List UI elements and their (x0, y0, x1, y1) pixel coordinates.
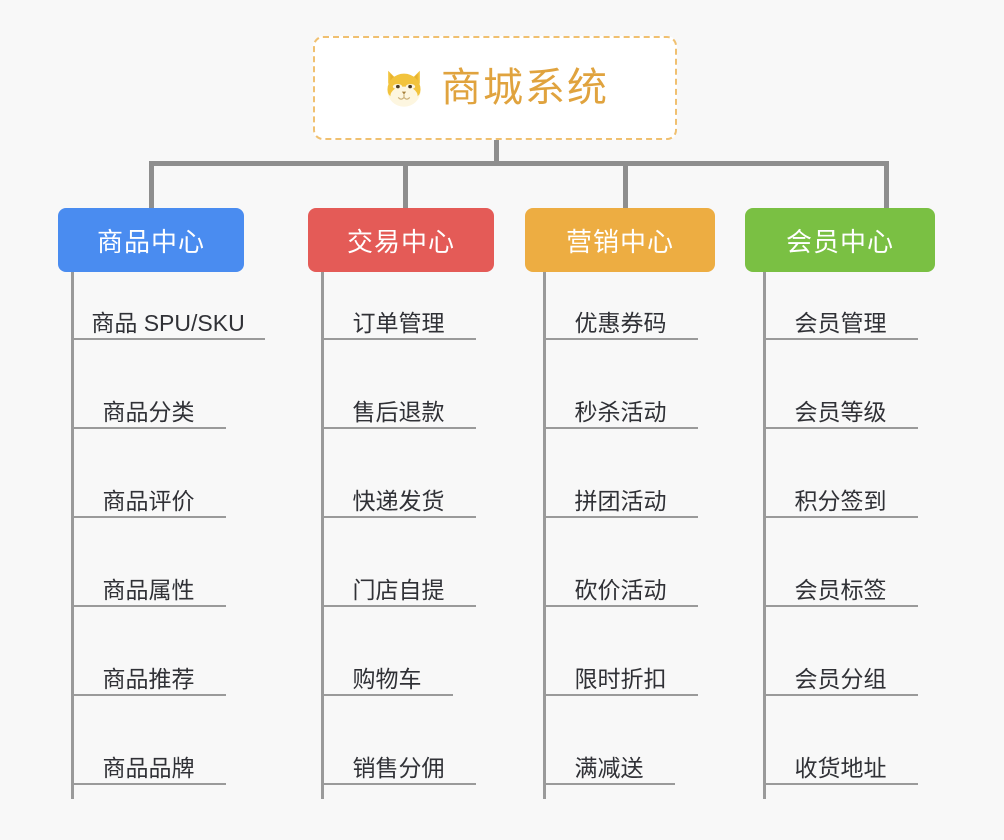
connector-drop-3 (623, 161, 628, 211)
leaf-item-label: 商品评价 (102, 487, 195, 514)
leaf-item-label: 优惠券码 (574, 309, 667, 336)
leaf-item[interactable]: 秒杀活动 (543, 379, 698, 429)
category-header-trade[interactable]: 交易中心 (308, 208, 494, 272)
leaf-item-label: 会员等级 (794, 398, 887, 425)
leaf-item[interactable]: 限时折扣 (543, 646, 698, 696)
column-trunk (543, 272, 546, 799)
leaf-item[interactable]: 门店自提 (321, 557, 476, 607)
leaf-item-label: 售后退款 (352, 398, 445, 425)
leaf-item[interactable]: 会员管理 (763, 290, 918, 340)
leaf-item-label: 满减送 (574, 754, 644, 781)
leaf-item[interactable]: 收货地址 (763, 735, 918, 785)
leaf-item[interactable]: 商品品牌 (71, 735, 226, 785)
leaf-item[interactable]: 商品推荐 (71, 646, 226, 696)
leaf-item[interactable]: 购物车 (321, 646, 453, 696)
leaf-item-label: 拼团活动 (574, 487, 667, 514)
leaf-item[interactable]: 售后退款 (321, 379, 476, 429)
column-trunk (763, 272, 766, 799)
leaf-item[interactable]: 会员分组 (763, 646, 918, 696)
leaf-item[interactable]: 商品 SPU/SKU (71, 290, 265, 340)
leaf-item[interactable]: 商品分类 (71, 379, 226, 429)
category-header-label: 交易中心 (346, 226, 455, 257)
leaf-item[interactable]: 会员等级 (763, 379, 918, 429)
category-header-product[interactable]: 商品中心 (58, 208, 244, 272)
leaf-item-label: 商品 SPU/SKU (91, 309, 245, 336)
leaf-item[interactable]: 销售分佣 (321, 735, 476, 785)
category-header-member[interactable]: 会员中心 (745, 208, 935, 272)
leaf-item-label: 商品推荐 (102, 665, 195, 692)
category-header-label: 商品中心 (96, 226, 205, 257)
root-node[interactable]: 商城系统 (313, 36, 677, 140)
leaf-item-label: 商品分类 (102, 398, 195, 425)
dog-face-icon (381, 65, 427, 111)
leaf-item[interactable]: 砍价活动 (543, 557, 698, 607)
connector-drop-2 (403, 161, 408, 211)
leaf-item-label: 限时折扣 (574, 665, 667, 692)
leaf-item[interactable]: 商品属性 (71, 557, 226, 607)
leaf-item[interactable]: 订单管理 (321, 290, 476, 340)
leaf-item[interactable]: 优惠券码 (543, 290, 698, 340)
leaf-item-label: 门店自提 (352, 576, 445, 603)
leaf-item[interactable]: 快递发货 (321, 468, 476, 518)
leaf-item-label: 商品属性 (102, 576, 195, 603)
column-trunk (321, 272, 324, 799)
leaf-item-label: 商品品牌 (102, 754, 195, 781)
connector-root-stem (494, 140, 499, 165)
root-title: 商城系统 (441, 66, 609, 110)
leaf-item-label: 会员管理 (794, 309, 887, 336)
connector-horizontal-bus (149, 161, 889, 166)
category-header-marketing[interactable]: 营销中心 (525, 208, 715, 272)
leaf-item[interactable]: 拼团活动 (543, 468, 698, 518)
connector-drop-4 (884, 161, 889, 211)
connector-drop-1 (149, 161, 154, 211)
leaf-item-label: 砍价活动 (574, 576, 667, 603)
leaf-item-label: 订单管理 (352, 309, 445, 336)
category-header-label: 会员中心 (785, 226, 894, 257)
column-trunk (71, 272, 74, 799)
leaf-item-label: 快递发货 (352, 487, 445, 514)
leaf-item[interactable]: 积分签到 (763, 468, 918, 518)
leaf-item-label: 会员分组 (794, 665, 887, 692)
leaf-item[interactable]: 会员标签 (763, 557, 918, 607)
leaf-item-label: 会员标签 (794, 576, 887, 603)
category-header-label: 营销中心 (565, 226, 674, 257)
leaf-item-label: 购物车 (352, 665, 422, 692)
leaf-item-label: 收货地址 (794, 754, 887, 781)
leaf-item[interactable]: 满减送 (543, 735, 675, 785)
leaf-item[interactable]: 商品评价 (71, 468, 226, 518)
leaf-item-label: 销售分佣 (352, 754, 445, 781)
leaf-item-label: 秒杀活动 (574, 398, 667, 425)
leaf-item-label: 积分签到 (794, 487, 887, 514)
